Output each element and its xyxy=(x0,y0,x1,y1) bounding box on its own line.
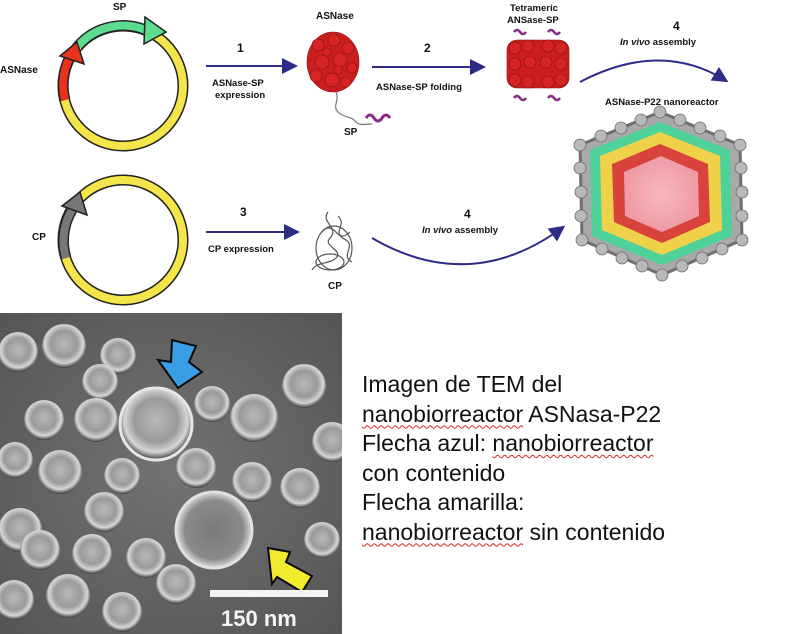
sp-protein-label: SP xyxy=(344,127,358,138)
plasmid-cp: CP xyxy=(32,174,189,306)
step-4-top-arrow-icon xyxy=(579,59,729,83)
linker-chain xyxy=(335,91,373,126)
step-4-bottom: 4 In vivo assembly xyxy=(371,207,566,266)
step-4-top-label-italic: In vivo xyxy=(620,37,650,48)
caption-line-2-word: nanobiorreactor xyxy=(362,400,524,427)
step-4-bottom-label-italic: In vivo xyxy=(422,225,452,236)
step-4-bottom-arrow-icon xyxy=(371,225,566,266)
asnase-protein-label: ASNase xyxy=(316,11,354,22)
caption-line-5: Flecha amarilla: xyxy=(362,489,525,515)
caption-line-4: con contenido xyxy=(362,459,506,486)
tem-micrograph: 150 nm xyxy=(0,313,342,634)
step-1-label-line2: expression xyxy=(215,90,265,101)
asnase-arrowhead-icon xyxy=(58,40,86,66)
nanoreactor-label: ASNase-P22 nanoreactor xyxy=(605,97,719,108)
step-3: 3 CP expression xyxy=(206,205,300,255)
caption-line-1: Imagen de TEM del xyxy=(362,371,563,397)
caption-line-6-rest: sin contenido xyxy=(523,518,666,545)
capsid-beads xyxy=(573,105,749,282)
caption-line-3-word: nanobiorreactor xyxy=(492,430,654,456)
cp-arrowhead-icon xyxy=(60,190,89,217)
sp-gene-label: SP xyxy=(113,2,127,13)
step-4-bottom-number: 4 xyxy=(464,207,471,221)
scale-bar xyxy=(210,590,328,597)
nanoreactor: ASNase-P22 nanoreactor xyxy=(573,97,749,282)
cp-protein-label: CP xyxy=(328,281,342,292)
asnase-gene-label: ASNase xyxy=(0,65,38,76)
step-3-number: 3 xyxy=(240,205,247,219)
step-4-top: 4 In vivo assembly xyxy=(579,19,729,83)
caption-line-6: nanobiorreactor sin contenido xyxy=(362,518,802,548)
step-4-bottom-label-rest: assembly xyxy=(452,225,499,236)
step-1-label-line1: ASNase-SP xyxy=(212,78,264,89)
tetramer-protein: Tetrameric ANSase-SP xyxy=(506,3,570,102)
sp-helix xyxy=(364,113,392,123)
tem-blue-arrow-icon xyxy=(155,338,204,390)
asnase-protein: ASNase SP xyxy=(306,11,392,138)
cp-protein: CP xyxy=(311,211,353,292)
nanoreactor-core xyxy=(624,156,699,232)
tem-yellow-arrow-icon xyxy=(266,546,314,594)
caption-line-3-prefix: Flecha azul: xyxy=(362,430,493,456)
step-2: 2 ASNase-SP folding xyxy=(372,41,486,93)
sp-arrowhead-icon xyxy=(143,15,168,46)
step-1-number: 1 xyxy=(237,41,244,55)
tetramer-label-line1: Tetrameric xyxy=(510,3,558,14)
step-3-label: CP expression xyxy=(208,244,274,255)
plasmid-asnase-sp: ASNase SP xyxy=(0,2,189,152)
caption-line-2-rest: ASNasa-P22 xyxy=(523,400,662,427)
scale-bar-label: 150 nm xyxy=(221,606,297,631)
tem-caption: Imagen de TEM del nanobiorreactor ASNasa… xyxy=(362,370,802,547)
caption-line-6-word: nanobiorreactor xyxy=(362,518,524,545)
cp-gene-label: CP xyxy=(32,232,46,243)
step-4-top-label: In vivo assembly xyxy=(620,37,697,48)
sp-gene-segment xyxy=(74,21,152,49)
tem-particles xyxy=(0,324,342,632)
tetramer-label-line2: ANSase-SP xyxy=(507,15,559,26)
step-2-number: 2 xyxy=(424,41,431,55)
caption-line-3: Flecha azul: nanobiorreactor xyxy=(362,429,802,459)
step-4-top-number: 4 xyxy=(673,19,680,33)
step-2-label: ASNase-SP folding xyxy=(376,82,462,93)
step-4-bottom-label: In vivo assembly xyxy=(422,225,499,236)
step-1: 1 ASNase-SP expression xyxy=(206,41,298,101)
caption-line-2: nanobiorreactor ASNasa-P22 xyxy=(362,400,802,430)
step-4-top-label-rest: assembly xyxy=(650,37,697,48)
